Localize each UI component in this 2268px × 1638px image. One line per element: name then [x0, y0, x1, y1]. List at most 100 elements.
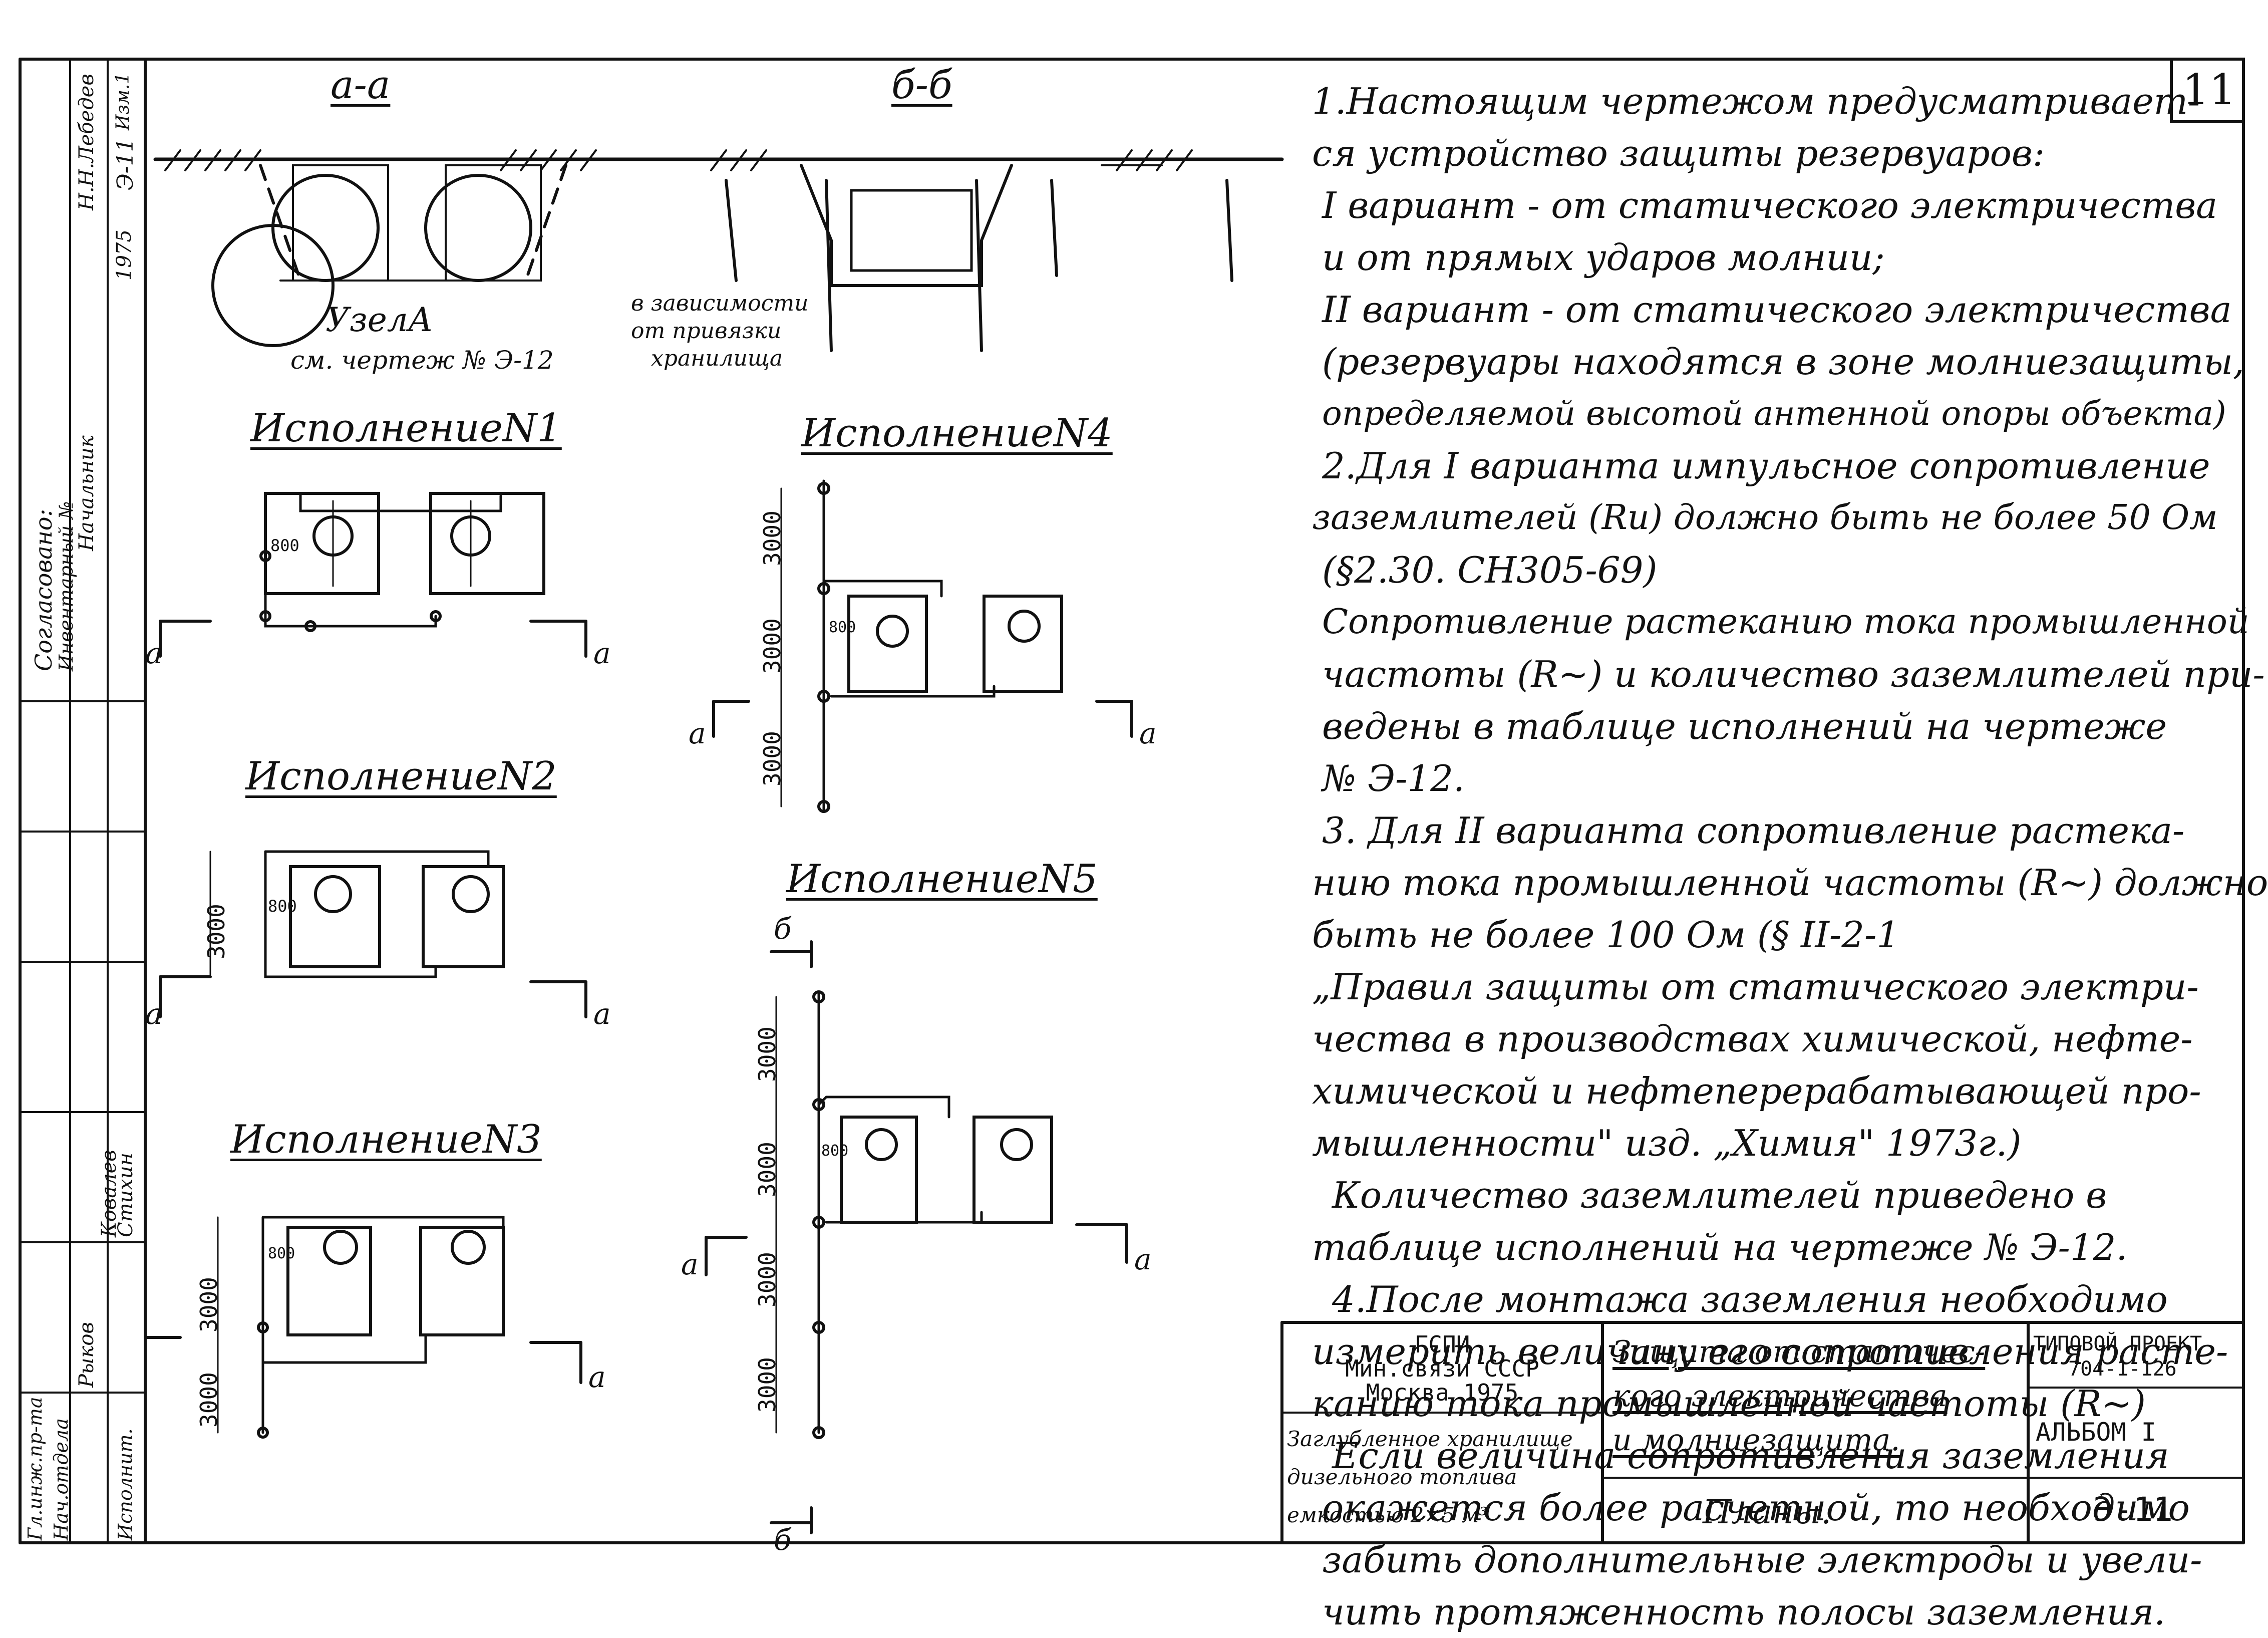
side-stamp-year: 1975	[113, 229, 136, 281]
note-line: ведены в таблице исполнений на чертеже	[1322, 705, 2167, 747]
album-label: АЛЬБОМ I	[2036, 1418, 2156, 1447]
cut-marker-a-v1-right: а	[593, 636, 611, 670]
title-block-title: Защита от статичес- кого электричества и…	[1612, 1330, 1985, 1462]
object-line: дизельного топлива	[1287, 1465, 1517, 1489]
note-line: окажется более расчетной, то необходимо	[1322, 1487, 2190, 1529]
note-line: № Э-12.	[1322, 757, 1465, 799]
cut-marker-a-v2-right: а	[593, 997, 611, 1031]
cut-marker-b-top: б	[774, 912, 792, 946]
side-label-agreed: Согласовано:	[30, 509, 57, 671]
note-line: частоты (R~) и количество заземлителей п…	[1322, 653, 2265, 695]
title-block-subtitle: Планы.	[1703, 1493, 1832, 1531]
cut-marker-a-v4-left: а	[689, 716, 706, 750]
section-aa-title: а-а	[331, 63, 391, 108]
cut-marker-a-v1-left: а	[145, 636, 163, 670]
dim-800-v4: 800	[829, 619, 856, 636]
note-line: (§2.30. СН305-69)	[1322, 549, 1658, 591]
note-line: Сопротивление растеканию тока промышленн…	[1322, 602, 2249, 642]
note-line: II вариант - от статического электричест…	[1322, 289, 2232, 331]
note-line: Если величина сопротивления заземления	[1332, 1435, 2169, 1477]
variant-2-title: ИсполнениеN2	[245, 754, 557, 799]
variant-3-title: ИсполнениеN3	[230, 1117, 542, 1162]
title-line: кого электричества	[1612, 1379, 1948, 1414]
side-role-head: Нач.отдела	[50, 1418, 72, 1540]
note-line: нию тока промышленной частоты (R~) должн…	[1312, 862, 2268, 904]
side-stamp-role: Начальник	[75, 435, 98, 551]
dim-3000-v5-2: 3000	[754, 1142, 781, 1197]
sheet-code: Э-11	[2093, 1490, 2173, 1529]
note-line: чить протяженность полосы заземления.	[1322, 1591, 2165, 1633]
side-sign-stikhin: Стихин	[114, 1153, 137, 1237]
note-line: 1.Настоящим чертежом предусматривает-	[1312, 80, 2200, 122]
title-block-object: Заглубленное хранилище дизельного топлив…	[1287, 1420, 1573, 1534]
note-line: ся устройство защиты резервуаров:	[1312, 132, 2045, 174]
object-line: Заглубленное хранилище	[1287, 1427, 1573, 1451]
note-line: 4.После монтажа заземления необходимо	[1332, 1278, 2168, 1320]
cut-marker-a-v2-left: а	[145, 997, 163, 1031]
node-reference: см. чертеж № Э-12	[290, 346, 554, 375]
note-line: 3. Для II варианта сопротивление растека…	[1322, 809, 2185, 852]
cut-marker-a-v3-right: а	[588, 1360, 606, 1394]
sheet-number: 11	[2182, 65, 2236, 114]
title-line: Защита от статичес-	[1612, 1334, 1986, 1370]
title-block-org: ГСПИ Мин.связи СССР Москва 1975	[1292, 1332, 1592, 1405]
note-line: определяемой высотой антенной опоры объе…	[1322, 394, 2226, 433]
cut-marker-b-bottom: б	[774, 1523, 792, 1557]
dim-800-v1: 800	[270, 536, 299, 555]
side-stamp-name: Н.Н.Лебедев	[75, 74, 98, 210]
note-line: канию тока промышленной частоты (R~)	[1312, 1383, 2146, 1425]
dim-800-v5: 800	[821, 1142, 849, 1160]
org-line: Мин.связи СССР	[1345, 1355, 1539, 1382]
object-line: емкостью 2×5 м³	[1287, 1503, 1488, 1527]
drawing-sheet	[19, 58, 2245, 1544]
dim-3000-v5-4: 3000	[754, 1357, 781, 1413]
dim-800-v2: 800	[268, 897, 297, 916]
side-stamp-rev: Изм.1	[113, 72, 133, 130]
side-stamp-code: Э-11	[113, 138, 138, 190]
note-line: и от прямых ударов молнии;	[1322, 236, 1885, 279]
dependency-note-3: хранилища	[651, 346, 783, 371]
note-line: мышленности" изд. „Химия" 1973г.)	[1312, 1122, 2022, 1164]
section-bb-title: б-б	[891, 63, 952, 108]
dim-3000-v4-2: 3000	[759, 618, 786, 674]
dim-3000-v3-2: 3000	[195, 1372, 222, 1428]
dim-3000-v2: 3000	[203, 904, 230, 959]
variant-1-title: ИсполнениеN1	[250, 406, 562, 451]
note-line: забить дополнительные электроды и увели-	[1322, 1539, 2202, 1581]
dim-3000-v5-3: 3000	[754, 1252, 781, 1307]
side-sign-rykov: Рыков	[75, 1322, 98, 1388]
note-line: быть не более 100 Ом (§ II-2-1	[1312, 914, 1900, 956]
project-label: ТИПОВОЙ ПРОЕКТ	[2033, 1332, 2202, 1355]
side-role-exec: Исполнит.	[114, 1428, 136, 1540]
cut-marker-a-v5-right: а	[1134, 1242, 1152, 1276]
note-line: 2.Для I варианта импульсное сопротивлени…	[1322, 445, 2210, 487]
note-line: I вариант - от статического электричеств…	[1322, 184, 2218, 226]
dim-3000-v3-1: 3000	[195, 1277, 222, 1332]
note-line: „Правил защиты от статического электри-	[1312, 966, 2199, 1008]
org-line: Москва 1975	[1366, 1379, 1519, 1406]
project-number: 704-1-126	[2068, 1357, 2177, 1381]
note-line: Количество заземлителей приведено в	[1332, 1174, 2107, 1216]
note-line: таблице исполнений на чертеже № Э-12.	[1312, 1226, 2128, 1268]
note-line: чества в производствах химической, нефте…	[1312, 1018, 2193, 1060]
note-line: заземлителей (Rи) должно быть не более 5…	[1312, 498, 2218, 537]
cut-marker-a-v5-left: а	[681, 1247, 699, 1281]
notes-block: 1.Настоящим чертежом предусматривает- ся…	[1312, 75, 2268, 1638]
dim-800-v3: 800	[268, 1245, 295, 1262]
side-role-chief: Гл.инж.пр-та	[24, 1397, 46, 1540]
dependency-note-2: от привязки	[631, 318, 782, 344]
dim-3000-v5-1: 3000	[754, 1026, 781, 1082]
node-label: УзелА	[326, 301, 433, 339]
dim-3000-v4-1: 3000	[759, 510, 786, 566]
note-line: химической и нефтеперерабатывающей про-	[1312, 1070, 2201, 1112]
cut-marker-a-v4-right: а	[1139, 716, 1157, 750]
org-line: ГСПИ	[1414, 1331, 1470, 1358]
note-line: (резервуары находятся в зоне молниезащит…	[1322, 341, 2244, 383]
note-line: измерить величину его сопротивления раст…	[1312, 1330, 2228, 1373]
variant-5-title: ИсполнениеN5	[786, 857, 1098, 902]
title-line: и молниезащита.	[1612, 1423, 1900, 1458]
side-label-inventory: Инвентарный №	[55, 501, 77, 671]
variant-4-title: ИсполнениеN4	[801, 411, 1113, 456]
dim-3000-v4-3: 3000	[759, 731, 786, 786]
dependency-note-1: в зависимости	[631, 291, 809, 316]
